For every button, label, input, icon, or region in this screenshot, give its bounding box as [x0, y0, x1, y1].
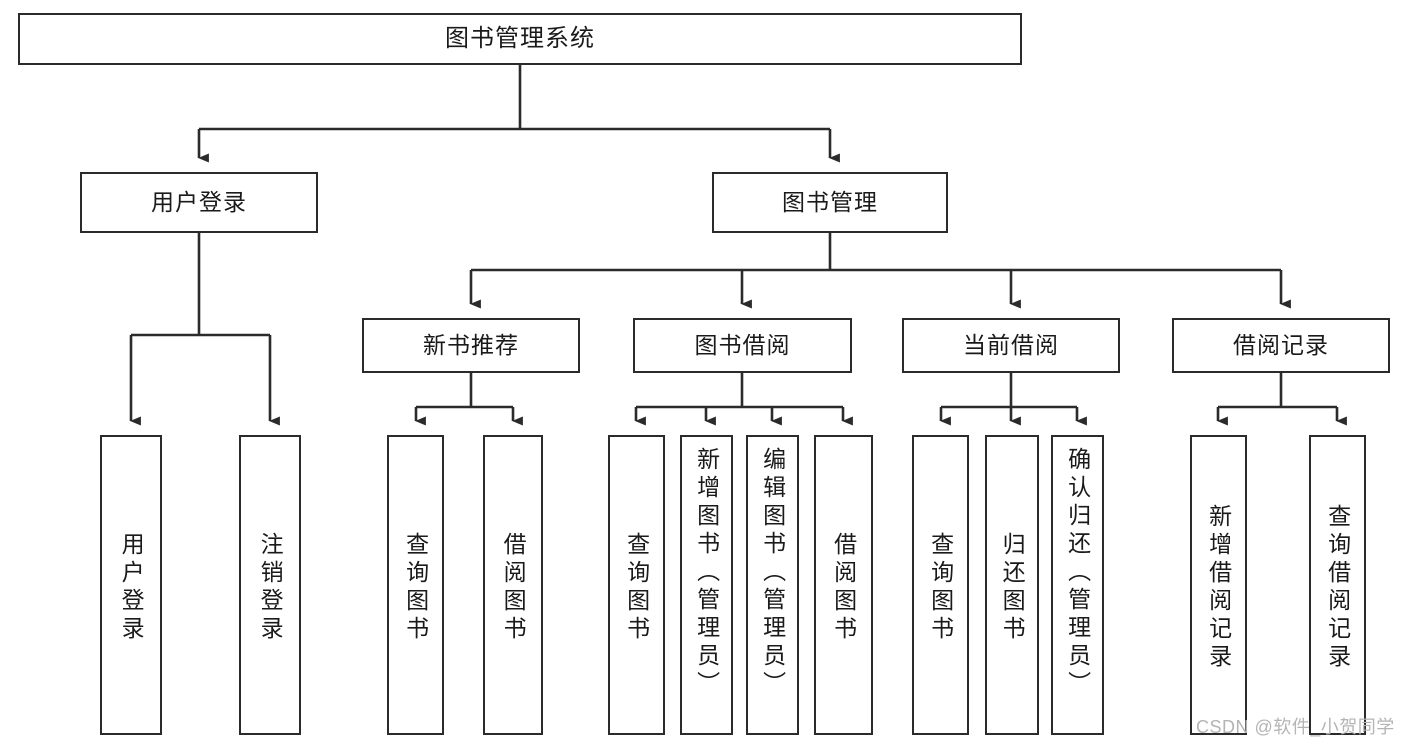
node-leaf-10[interactable]: 确认归还（管理员）: [1051, 435, 1104, 735]
node-leaf-5[interactable]: 新增图书（管理员）: [680, 435, 733, 735]
leaf-label: 确认归还（管理员）: [1064, 447, 1091, 699]
leaf-label: 查询借阅记录: [1324, 504, 1351, 672]
node-level3-1[interactable]: 图书借阅: [633, 318, 852, 373]
node-leaf-12[interactable]: 查询借阅记录: [1309, 435, 1366, 735]
node-leaf-0[interactable]: 用户登录: [100, 435, 162, 735]
node-level2-0[interactable]: 用户登录: [80, 172, 318, 233]
node-leaf-3[interactable]: 借阅图书: [483, 435, 543, 735]
leaf-label: 归还图书: [999, 532, 1026, 644]
node-level3-0[interactable]: 新书推荐: [362, 318, 580, 373]
node-level2-1[interactable]: 图书管理: [712, 172, 948, 233]
node-leaf-11[interactable]: 新增借阅记录: [1190, 435, 1247, 735]
leaf-label: 新增借阅记录: [1205, 504, 1232, 672]
node-root[interactable]: 图书管理系统: [18, 13, 1022, 65]
node-leaf-9[interactable]: 归还图书: [985, 435, 1039, 735]
leaf-label: 编辑图书（管理员）: [759, 447, 786, 699]
node-leaf-6[interactable]: 编辑图书（管理员）: [746, 435, 799, 735]
node-leaf-2[interactable]: 查询图书: [387, 435, 444, 735]
leaf-label: 注销登录: [257, 532, 284, 644]
node-leaf-1[interactable]: 注销登录: [239, 435, 301, 735]
node-leaf-4[interactable]: 查询图书: [608, 435, 665, 735]
leaf-label: 查询图书: [402, 532, 429, 644]
node-leaf-8[interactable]: 查询图书: [912, 435, 969, 735]
leaf-label: 借阅图书: [830, 532, 857, 644]
leaf-label: 查询图书: [623, 532, 650, 644]
csdn-watermark: CSDN @软件_小贺同学: [1196, 717, 1395, 737]
node-level3-2[interactable]: 当前借阅: [902, 318, 1120, 373]
node-leaf-7[interactable]: 借阅图书: [814, 435, 873, 735]
leaf-label: 用户登录: [118, 532, 145, 644]
leaf-label: 新增图书（管理员）: [693, 447, 720, 699]
node-level3-3[interactable]: 借阅记录: [1172, 318, 1390, 373]
leaf-label: 借阅图书: [500, 532, 527, 644]
leaf-label: 查询图书: [927, 532, 954, 644]
